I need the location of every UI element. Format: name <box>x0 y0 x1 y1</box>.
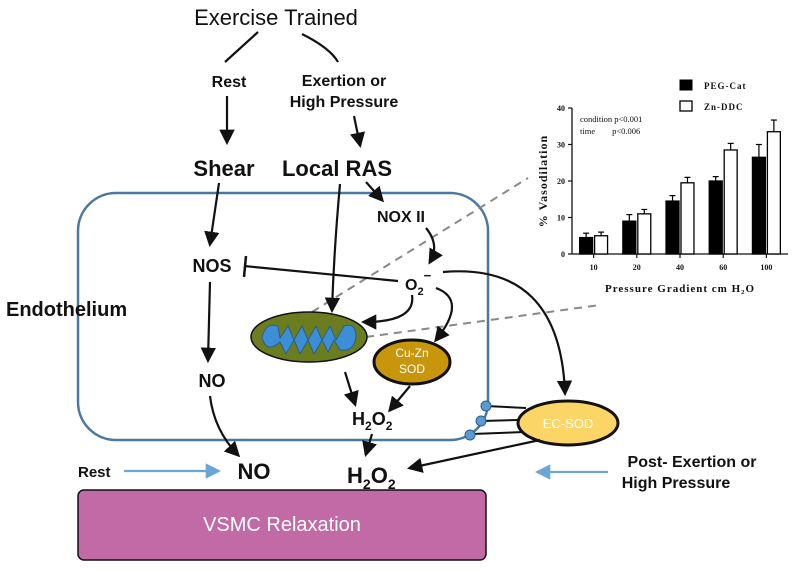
bar-peg-cat-60 <box>708 180 723 255</box>
rest-label: Rest <box>212 74 247 91</box>
arrow-cuzn-h2o2 <box>388 385 411 413</box>
endothelial-cell-outline <box>76 191 490 442</box>
post-exertion-label-2: High Pressure <box>622 475 731 492</box>
legend-swatch-zndc <box>679 100 693 112</box>
bar-zn-ddc-60 <box>723 149 738 255</box>
cuzn-sod-oval <box>372 338 452 386</box>
vsmc-label: VSMC Relaxation <box>203 514 361 536</box>
anchor-dot-2 <box>475 415 487 427</box>
arrow-exertion-ras <box>349 115 366 149</box>
exertion-label-2: High Pressure <box>290 94 399 111</box>
vasodilation-chart: 0 10 20 30 40 10 20 40 60 100 % Vasodilation Pre… <box>536 79 788 295</box>
inhibition-bar <box>242 255 248 278</box>
no-inner-label: NO <box>199 371 226 391</box>
bar-peg-cat-20 <box>622 220 637 255</box>
x-tick-label: 20 <box>633 263 641 272</box>
chart-annotation-condition: condition p<0.001 <box>580 114 642 124</box>
cuzn-sod-label-2: SOD <box>399 362 425 376</box>
anchor-dot-1 <box>480 400 492 412</box>
mitochondrion-cristae <box>261 324 357 356</box>
arrow-nos-no <box>200 281 217 364</box>
zoom-line-lower <box>365 304 601 338</box>
chart-y-label: % Vasodilation <box>536 135 550 227</box>
bar-zn-ddc-20 <box>637 213 652 255</box>
bar-peg-cat-40 <box>665 200 680 255</box>
bar-zn-ddc-40 <box>680 182 695 255</box>
legend-label-zndc: Zn-DDC <box>704 102 744 112</box>
y-tick-label: 0 <box>561 250 565 259</box>
y-tick-label: 10 <box>557 214 565 223</box>
exertion-label-1: Exertion or <box>302 73 386 90</box>
branch-line-left <box>224 31 259 63</box>
y-tick-label: 30 <box>557 141 565 150</box>
ecsod-tether-3 <box>471 431 525 435</box>
no-bottom-label: NO <box>238 459 271 484</box>
x-tick-label: 60 <box>719 263 727 272</box>
x-tick-label: 40 <box>676 263 684 272</box>
ec-sod-oval <box>516 399 620 447</box>
shear-label: Shear <box>193 156 255 181</box>
rest-bottom-label: Rest <box>78 464 111 481</box>
arrow-nox-superoxide <box>425 227 443 265</box>
ec-sod-label: EC-SOD <box>543 416 594 431</box>
ecsod-tether-1 <box>485 405 527 409</box>
chart-x-label: Pressure Gradient cm H₂O <box>605 283 755 295</box>
nos-label: NOS <box>192 256 231 276</box>
chart-annotation-time: time p<0.006 <box>580 126 640 136</box>
arrow-superoxide-cuzn <box>434 286 453 343</box>
arrow-no-down <box>208 395 241 458</box>
cuzn-sod-label-1: Cu-Zn <box>395 346 428 360</box>
legend-swatch-pegcat <box>679 79 693 91</box>
arrow-shear-nos <box>204 182 221 248</box>
h2o2-bottom-label: H2O2 <box>347 463 396 492</box>
superoxide-label: O2− <box>405 268 432 298</box>
h2o2-inner-label: H2O2 <box>352 409 393 433</box>
arrow-superoxide-ecsod <box>442 270 573 397</box>
zoom-line-upper <box>311 177 529 313</box>
post-exertion-label-1: Post- Exertion or <box>628 454 757 471</box>
local-ras-label: Local RAS <box>282 156 392 181</box>
anchor-dot-3 <box>464 429 476 441</box>
vsmc-bar <box>77 489 487 561</box>
bar-peg-cat-10 <box>578 236 594 255</box>
exercise-trained-title: Exercise Trained <box>194 5 358 30</box>
inhibition-line <box>243 264 399 283</box>
branch-line-right <box>301 33 339 63</box>
mitochondrion-outer <box>250 311 368 363</box>
endothelium-label: Endothelium <box>6 299 127 321</box>
arrow-ecsod-h2o2 <box>406 438 541 473</box>
y-tick-label: 20 <box>557 177 565 186</box>
bar-peg-cat-100 <box>751 156 767 255</box>
x-tick-label: 100 <box>760 263 772 272</box>
x-tick-label: 10 <box>590 263 598 272</box>
legend-label-pegcat: PEG-Cat <box>704 81 747 91</box>
arrow-ras-mito <box>324 183 342 314</box>
arrow-superoxide-mito <box>360 294 414 330</box>
arrow-mito-h2o2 <box>343 371 359 407</box>
nox-label: NOX II <box>377 209 425 226</box>
bar-zn-ddc-100 <box>766 131 782 255</box>
arrow-ras-nox <box>365 181 385 203</box>
y-tick-label: 40 <box>557 104 565 113</box>
ecsod-tether-2 <box>480 419 519 422</box>
arrow-h2o2-down <box>362 433 377 457</box>
bar-zn-ddc-10 <box>593 235 609 255</box>
